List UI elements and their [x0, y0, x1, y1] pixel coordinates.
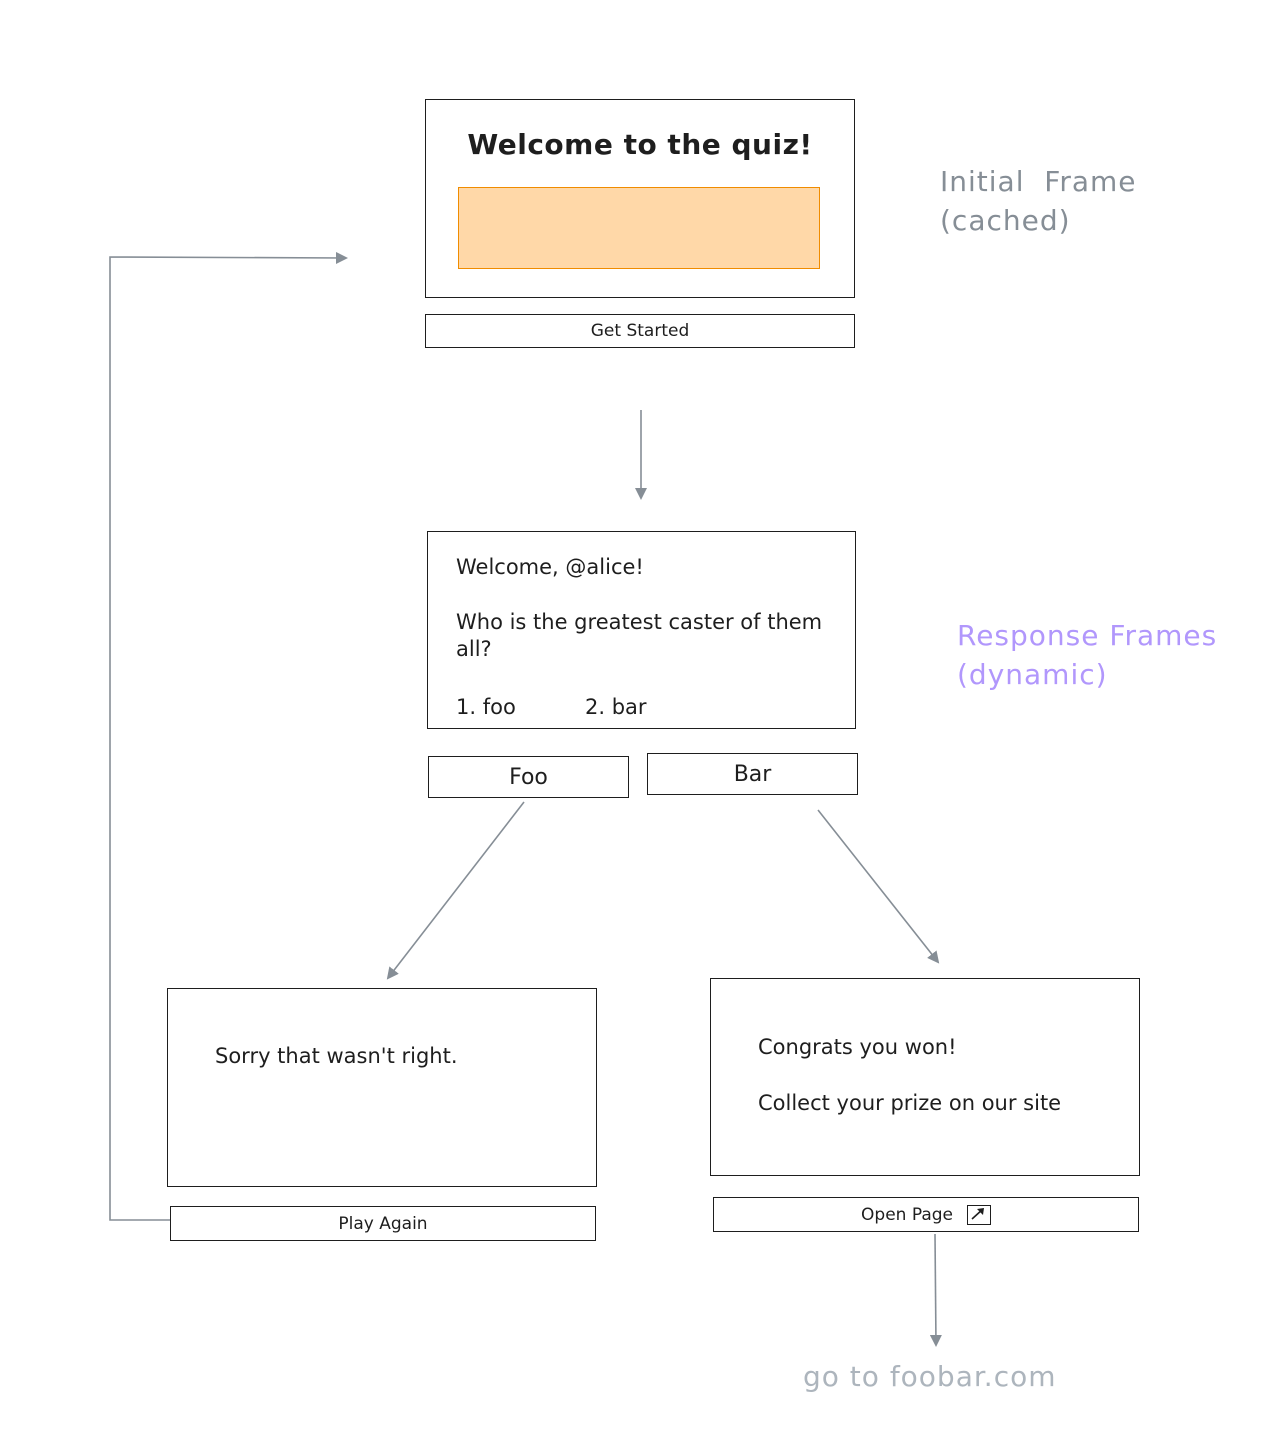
question-frame: Welcome, @alice! Who is the greatest cas… [427, 531, 856, 729]
external-link-icon [966, 1204, 991, 1225]
initial-frame-image [458, 187, 820, 269]
question-greeting: Welcome, @alice! [456, 555, 644, 579]
win-message-line2: Collect your prize on our site [758, 1091, 1062, 1115]
initial-frame-note-line2: (cached) [940, 204, 1071, 238]
play-again-button[interactable]: Play Again [170, 1206, 596, 1241]
open-page-label: Open Page [861, 1204, 953, 1225]
response-frames-note: Response Frames (dynamic) [957, 616, 1257, 694]
open-page-button[interactable]: Open Page [713, 1197, 1139, 1232]
initial-frame-note-line1: Initial Frame [940, 165, 1137, 198]
initial-frame-title: Welcome to the quiz! [467, 128, 813, 161]
response-frames-note-line2: (dynamic) [957, 658, 1108, 692]
arrow-open-page-to-site [929, 1233, 942, 1347]
win-frame: Congrats you won! Collect your prize on … [710, 978, 1140, 1176]
arrow-foo-to-wrong [386, 801, 525, 980]
initial-frame: Welcome to the quiz! [425, 99, 855, 298]
question-option-1: 1. foo [456, 695, 516, 719]
initial-frame-note: Initial Frame (cached) [940, 162, 1240, 240]
response-frames-note-line1: Response Frames [957, 619, 1218, 652]
destination-note: go to foobar.com [803, 1360, 1057, 1393]
foo-button[interactable]: Foo [428, 756, 629, 798]
arrow-bar-to-win [817, 809, 940, 964]
question-option-2: 2. bar [585, 695, 647, 719]
bar-button[interactable]: Bar [647, 753, 858, 795]
win-message-line1: Congrats you won! [758, 1035, 957, 1059]
wrong-answer-message: Sorry that wasn't right. [215, 1044, 458, 1068]
get-started-button[interactable]: Get Started [425, 314, 855, 348]
wrong-answer-frame: Sorry that wasn't right. [167, 988, 597, 1187]
question-text: Who is the greatest caster of them all? [456, 610, 823, 662]
